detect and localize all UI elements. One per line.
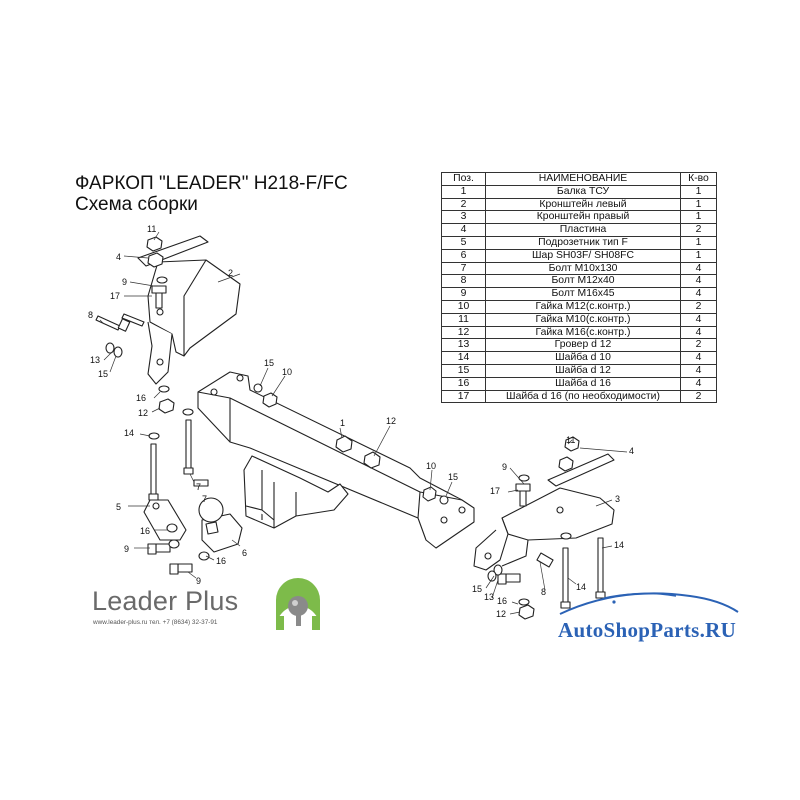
callout-14-left: 14 (124, 428, 134, 438)
tow-beam (197, 371, 475, 549)
callout-6: 6 (242, 548, 247, 558)
callout-8-left: 8 (88, 310, 93, 320)
callout-7-left: 7 (196, 482, 201, 492)
callout-8-right: 8 (541, 587, 546, 597)
callout-12-beam: 12 (386, 416, 396, 426)
callout-16-socket: 16 (140, 526, 150, 536)
right-plate (547, 453, 615, 487)
callout-1: 1 (340, 418, 345, 428)
socket-plate (143, 499, 187, 541)
left-bracket (147, 259, 241, 385)
cell-name: Шайба d 16 (по необходимости) (485, 389, 681, 404)
callout-14-right-bottom: 14 (576, 582, 586, 592)
callout-10-beam: 10 (282, 367, 292, 377)
callout-14-right-top: 14 (614, 540, 624, 550)
page-subtitle: Схема сборки (75, 194, 198, 215)
callout-15-left: 15 (98, 369, 108, 379)
callout-labels: 11 4 2 9 17 8 13 15 16 12 14 7 5 16 9 16… (88, 224, 634, 619)
brand-contacts: www.leader-plus.ru тел. +7 (8634) 32-37-… (93, 619, 218, 626)
callout-17-right: 17 (490, 486, 500, 496)
right-bracket (473, 487, 615, 571)
callout-16-ball: 16 (216, 556, 226, 566)
callout-17-left: 17 (110, 291, 120, 301)
page-title: ФАРКОП "LEADER" H218-F/FC (75, 173, 348, 194)
callout-11-left: 11 (147, 224, 156, 234)
leader-lines (99, 231, 628, 615)
callout-9-ball: 9 (196, 576, 201, 586)
watermark-text: AutoShopParts.RU (558, 618, 737, 642)
callout-15-beam: 15 (264, 358, 274, 368)
callout-16-right: 16 (497, 596, 507, 606)
callout-5: 5 (116, 502, 121, 512)
cell-quantity: 1 (680, 235, 717, 250)
callout-9-socket: 9 (124, 544, 129, 554)
callout-9-right: 9 (502, 462, 507, 472)
brand-name: Leader Plus (92, 586, 239, 616)
callout-11-right: 11 (566, 435, 575, 445)
callout-15-right: 15 (472, 584, 482, 594)
short-bolts (95, 285, 554, 585)
leader-plus-logo (276, 578, 320, 630)
callout-2: 2 (228, 268, 233, 278)
callout-7-center: 7 (202, 494, 207, 504)
callout-13-left: 13 (90, 355, 100, 365)
callout-16-left-top: 16 (136, 393, 146, 403)
callout-13-right: 13 (484, 592, 494, 602)
callout-4-right: 4 (629, 446, 634, 456)
callout-9-left-top: 9 (122, 277, 127, 287)
cell-quantity: 2 (680, 389, 717, 404)
parts-table-header: Поз. НАИМЕНОВАНИЕ К-во (441, 172, 717, 186)
callout-10-right: 10 (426, 461, 436, 471)
callout-12-right: 12 (496, 609, 506, 619)
socket-plate-hole (152, 502, 160, 510)
callout-12-left: 12 (138, 408, 148, 418)
callout-15-right-beam: 15 (448, 472, 458, 482)
callout-3: 3 (615, 494, 620, 504)
long-bolts (148, 419, 606, 609)
callout-4-left: 4 (116, 252, 121, 262)
watermark-car-swoosh (559, 592, 739, 615)
nuts-and-washers (105, 236, 580, 620)
tow-ball (198, 497, 243, 553)
